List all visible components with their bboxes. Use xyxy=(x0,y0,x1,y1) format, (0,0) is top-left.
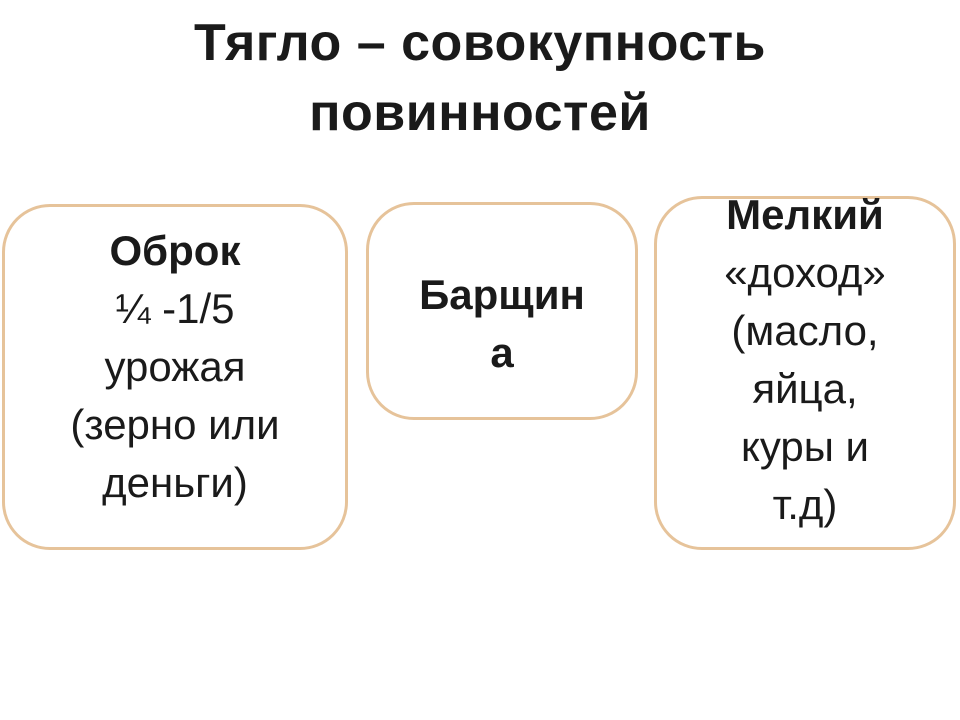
obrok-line-2: урожая xyxy=(104,343,246,390)
barshchina-heading-line-2: а xyxy=(490,329,514,376)
title-line-1: Тягло – совокупность xyxy=(193,14,767,72)
melkiy-line-1: «доход» xyxy=(724,249,886,296)
melkiy-line-5: т.д) xyxy=(772,481,838,528)
melkiy-dokhod-box xyxy=(654,196,956,550)
melkiy-text: Мелкий «доход» (масло, яйца, куры и т.д) xyxy=(654,186,956,534)
barshchina-heading-line-1: Барщин xyxy=(419,271,585,318)
obrok-heading: Оброк xyxy=(109,227,241,274)
melkiy-heading: Мелкий xyxy=(726,191,884,238)
barshchina-text: Барщин а xyxy=(366,266,638,382)
barshchina-box xyxy=(366,202,638,420)
obrok-line-4: деньги) xyxy=(102,459,248,506)
obrok-box xyxy=(2,204,348,550)
diagram-title: Тягло – совокупность повинностей xyxy=(0,8,960,148)
obrok-line-1: ¼ -1/5 xyxy=(115,285,235,332)
melkiy-line-2: (масло, xyxy=(731,307,879,354)
title-line-2: повинностей xyxy=(309,84,651,142)
obrok-line-3: (зерно или xyxy=(70,401,280,448)
melkiy-line-4: куры и xyxy=(740,423,870,470)
obrok-text: Оброк ¼ -1/5 урожая (зерно или деньги) xyxy=(2,222,348,512)
melkiy-line-3: яйца, xyxy=(752,365,858,412)
